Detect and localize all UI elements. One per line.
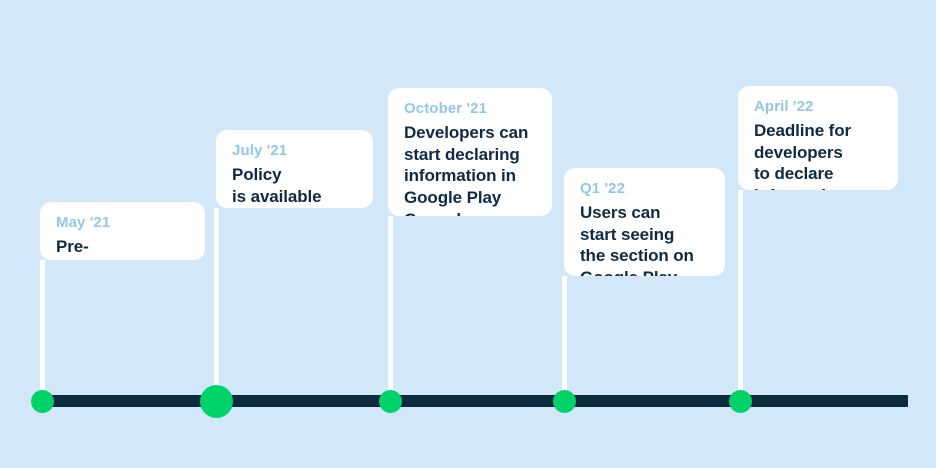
milestone-title-5-line-1: Deadline for <box>754 120 852 140</box>
timeline-dot-5[interactable] <box>729 390 752 413</box>
milestone-card-4[interactable]: Q1 '22 Users can start seeing the sectio… <box>564 168 725 276</box>
milestone-title-3-line-2: start declaring <box>404 144 520 164</box>
timeline-stem-1 <box>40 260 45 402</box>
timeline-dot-2[interactable] <box>200 385 233 418</box>
milestone-card-3[interactable]: October '21 Developers can start declari… <box>388 88 552 216</box>
milestone-title-1: Pre-announcement <box>56 236 176 260</box>
milestone-date-4: Q1 '22 <box>580 180 626 197</box>
milestone-title-2-line-2: is available <box>232 186 322 206</box>
milestone-date-3: October '21 <box>404 100 488 117</box>
milestone-title-5-line-2: developers <box>754 142 843 162</box>
milestone-title-3: Developers can start declaring informati… <box>404 122 536 216</box>
milestone-card-2[interactable]: July '21 Policy is available <box>216 130 373 208</box>
milestone-title-2: Policy is available <box>232 164 357 208</box>
milestone-title-3-line-3: information in <box>404 166 516 186</box>
timeline-stem-3 <box>388 216 393 402</box>
timeline-stem-4 <box>562 276 567 402</box>
milestone-title-4-line-4: Google Play <box>580 268 677 276</box>
milestone-title-4-line-2: start seeing <box>580 224 675 244</box>
timeline-dot-3[interactable] <box>379 390 402 413</box>
timeline-dot-4[interactable] <box>553 390 576 413</box>
milestone-title-4-line-3: the section on <box>580 246 694 266</box>
milestone-date-1: May '21 <box>56 214 111 231</box>
milestone-date-2: July '21 <box>232 142 288 159</box>
timeline-stem-2 <box>214 208 219 402</box>
milestone-title-3-line-5: Console <box>404 210 470 216</box>
milestone-title-2-line-1: Policy <box>232 164 282 184</box>
milestone-title-4: Users can start seeing the section on Go… <box>580 202 709 276</box>
timeline-stem-5 <box>738 190 743 402</box>
milestone-title-5: Deadline for developers to declare infor… <box>754 120 882 190</box>
timeline-dot-1[interactable] <box>31 390 54 413</box>
milestone-title-5-line-4: information <box>754 186 847 190</box>
milestone-title-3-line-1: Developers can <box>404 122 529 142</box>
milestone-card-1[interactable]: May '21 Pre-announcement <box>40 202 205 260</box>
milestone-title-5-line-3: to declare <box>754 164 834 184</box>
milestone-title-4-line-1: Users can <box>580 202 661 222</box>
milestone-date-5: April '22 <box>754 98 814 115</box>
timeline-axis <box>36 395 908 407</box>
milestone-title-3-line-4: Google Play <box>404 188 502 207</box>
milestone-card-5[interactable]: April '22 Deadline for developers to dec… <box>738 86 898 190</box>
